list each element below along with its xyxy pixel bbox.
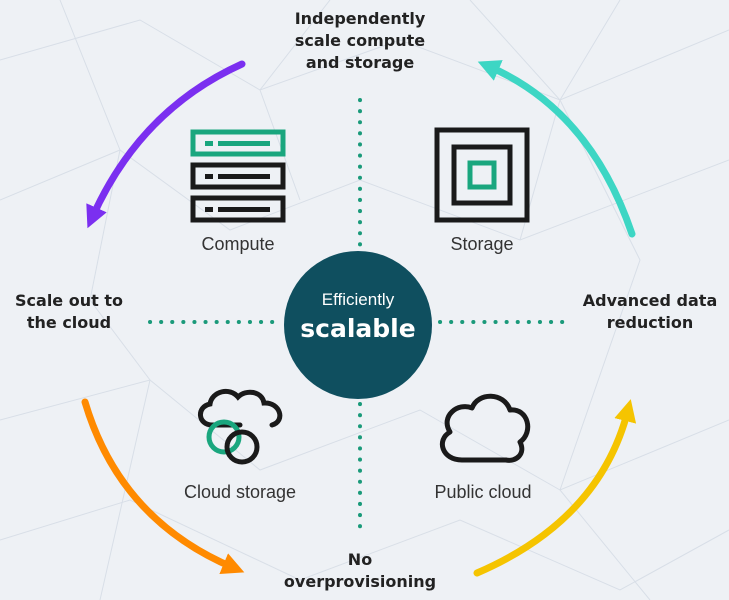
label-bottom-line: No [347, 550, 373, 569]
storage-square-icon [434, 127, 530, 223]
label-left-line: Scale out to [15, 291, 123, 310]
label-top-line: scale compute [294, 31, 426, 50]
label-right: Advanced data reduction [575, 290, 725, 334]
cloud-storage-icon [198, 388, 283, 465]
arrow-top-left [86, 60, 246, 229]
quadrant-label-storage: Storage [450, 234, 514, 254]
label-right-line: reduction [606, 313, 694, 332]
center-line2: scalable [300, 314, 416, 343]
label-top-line: and storage [305, 53, 415, 72]
label-left-line: the cloud [26, 313, 112, 332]
center-line1: Efficiently [321, 290, 395, 309]
quadrant-label-cloud-storage: Cloud storage [183, 482, 297, 502]
label-right-line: Advanced data [582, 291, 718, 310]
arrow-top-right [477, 60, 636, 238]
server-stack-icon [190, 129, 286, 223]
label-top: Independently scale compute and storage [255, 8, 465, 74]
quadrant-label-compute: Compute [201, 234, 275, 254]
arrow-bottom-right [473, 399, 637, 577]
label-bottom: No overprovisioning [270, 549, 450, 593]
quadrant-label-public-cloud: Public cloud [434, 482, 532, 502]
label-bottom-line: overprovisioning [283, 572, 437, 591]
arrow-bottom-left [81, 398, 245, 574]
center-circle: Efficiently scalable [284, 251, 432, 399]
label-left: Scale out to the cloud [4, 290, 134, 334]
label-top-line: Independently [294, 9, 426, 28]
cloud-icon [439, 393, 531, 463]
